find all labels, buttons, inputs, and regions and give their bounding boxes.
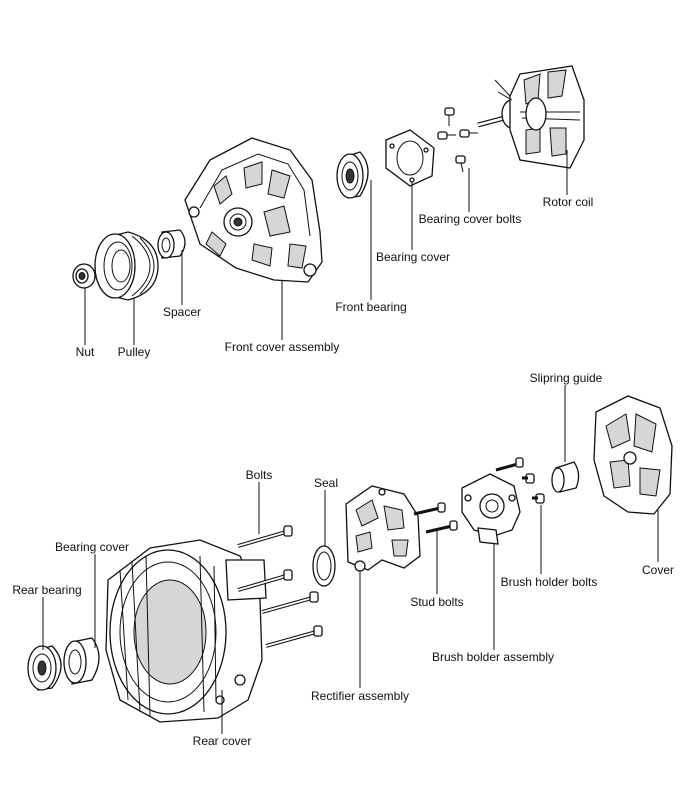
label-rotor-coil: Rotor coil bbox=[543, 195, 594, 209]
slipring-guide-part bbox=[551, 461, 580, 493]
label-stud-bolts: Stud bolts bbox=[410, 595, 463, 609]
rear-cover-part bbox=[105, 539, 267, 723]
label-slipring-guide: Slipring guide bbox=[530, 371, 603, 385]
label-rear-cover: Rear cover bbox=[193, 734, 252, 748]
brush-holder-bolts-part bbox=[495, 457, 545, 504]
stud-bolts-part bbox=[413, 502, 458, 534]
label-bolts: Bolts bbox=[246, 468, 273, 482]
bearing-cover-top-part bbox=[385, 129, 435, 187]
bearing-cover-bottom-part bbox=[63, 637, 100, 685]
rear-bearing-part bbox=[27, 645, 62, 691]
label-brush-holder-assembly: Brush bolder assembly bbox=[432, 650, 554, 664]
brush-holder-assembly-part bbox=[461, 473, 521, 545]
spacer-part bbox=[157, 229, 186, 259]
long-bolts-part bbox=[237, 525, 323, 648]
label-bearing-cover-bolts: Bearing cover bolts bbox=[419, 212, 522, 226]
bearing-cover-bolts-part bbox=[437, 107, 478, 173]
front-cover-assembly-part bbox=[184, 137, 323, 283]
rectifier-assembly-part bbox=[345, 485, 421, 572]
cover-part bbox=[593, 395, 673, 515]
label-rear-bearing: Rear bearing bbox=[12, 583, 81, 597]
label-rectifier-assembly: Rectifier assembly bbox=[311, 689, 409, 703]
label-front-cover-assembly: Front cover assembly bbox=[225, 340, 340, 354]
label-bearing-cover-bottom: Bearing cover bbox=[55, 540, 129, 554]
label-front-bearing: Front bearing bbox=[335, 300, 406, 314]
label-brush-holder-bolts: Brush holder bolts bbox=[501, 575, 598, 589]
nut-part bbox=[72, 263, 96, 289]
label-seal: Seal bbox=[314, 476, 338, 490]
leader-lines bbox=[42, 150, 659, 734]
label-nut: Nut bbox=[76, 345, 95, 359]
front-bearing-part bbox=[336, 151, 369, 199]
pulley-part bbox=[94, 231, 159, 301]
rotor-coil-part bbox=[477, 65, 585, 169]
label-cover: Cover bbox=[642, 563, 674, 577]
callout-labels: Nut Pulley Spacer Front cover assembly F… bbox=[12, 195, 674, 748]
label-bearing-cover-top: Bearing cover bbox=[376, 250, 450, 264]
label-pulley: Pulley bbox=[118, 345, 151, 359]
seal-part bbox=[312, 545, 336, 587]
label-spacer: Spacer bbox=[163, 305, 201, 319]
